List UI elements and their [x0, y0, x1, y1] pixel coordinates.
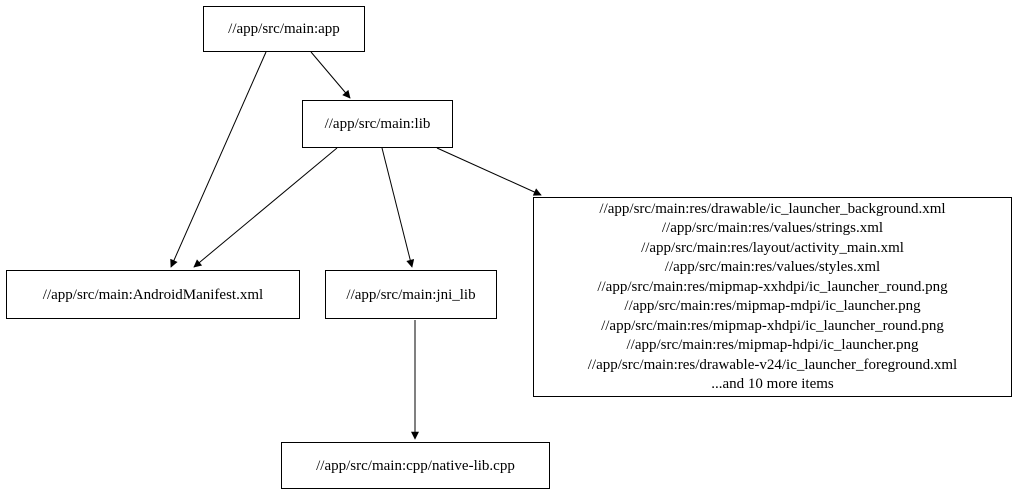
res-file-item: //app/src/main:res/mipmap-xxhdpi/ic_laun… — [597, 278, 948, 295]
node-app-label: //app/src/main:app — [228, 21, 340, 37]
res-file-item: //app/src/main:res/mipmap-mdpi/ic_launch… — [624, 298, 921, 314]
node-native-lib-cpp-label: //app/src/main:cpp/native-lib.cpp — [316, 457, 515, 474]
edge-app-to-lib — [310, 51, 351, 99]
res-file-item: //app/src/main:res/mipmap-hdpi/ic_launch… — [626, 337, 919, 353]
edge-lib-to-jni-lib — [381, 147, 415, 268]
node-app: //app/src/main:app — [203, 6, 365, 52]
node-jni-lib: //app/src/main:jni_lib — [325, 270, 497, 319]
res-more-items-note: ...and 10 more items — [711, 376, 834, 392]
edge-lib-to-res — [436, 147, 542, 196]
res-file-item: //app/src/main:res/mipmap-xhdpi/ic_launc… — [601, 317, 944, 334]
res-file-item: //app/src/main:res/values/strings.xml — [661, 220, 884, 236]
res-file-item: //app/src/main:res/values/styles.xml — [664, 259, 881, 275]
edge-app-to-manifest — [170, 51, 267, 268]
node-lib-label: //app/src/main:lib — [324, 116, 431, 132]
res-file-item: //app/src/main:res/drawable-v24/ic_launc… — [587, 356, 958, 373]
res-file-item: //app/src/main:res/drawable/ic_launcher_… — [599, 200, 946, 217]
node-lib: //app/src/main:lib — [302, 100, 453, 148]
node-jni-lib-label: //app/src/main:jni_lib — [346, 286, 476, 303]
node-res-files-group: //app/src/main:res/drawable/ic_launcher_… — [533, 197, 1012, 397]
node-android-manifest-label: //app/src/main:AndroidManifest.xml — [42, 286, 264, 303]
edge-lib-to-manifest — [193, 147, 338, 268]
node-native-lib-cpp: //app/src/main:cpp/native-lib.cpp — [281, 442, 550, 489]
res-file-item: //app/src/main:res/layout/activity_main.… — [641, 239, 904, 256]
node-android-manifest: //app/src/main:AndroidManifest.xml — [6, 270, 300, 319]
